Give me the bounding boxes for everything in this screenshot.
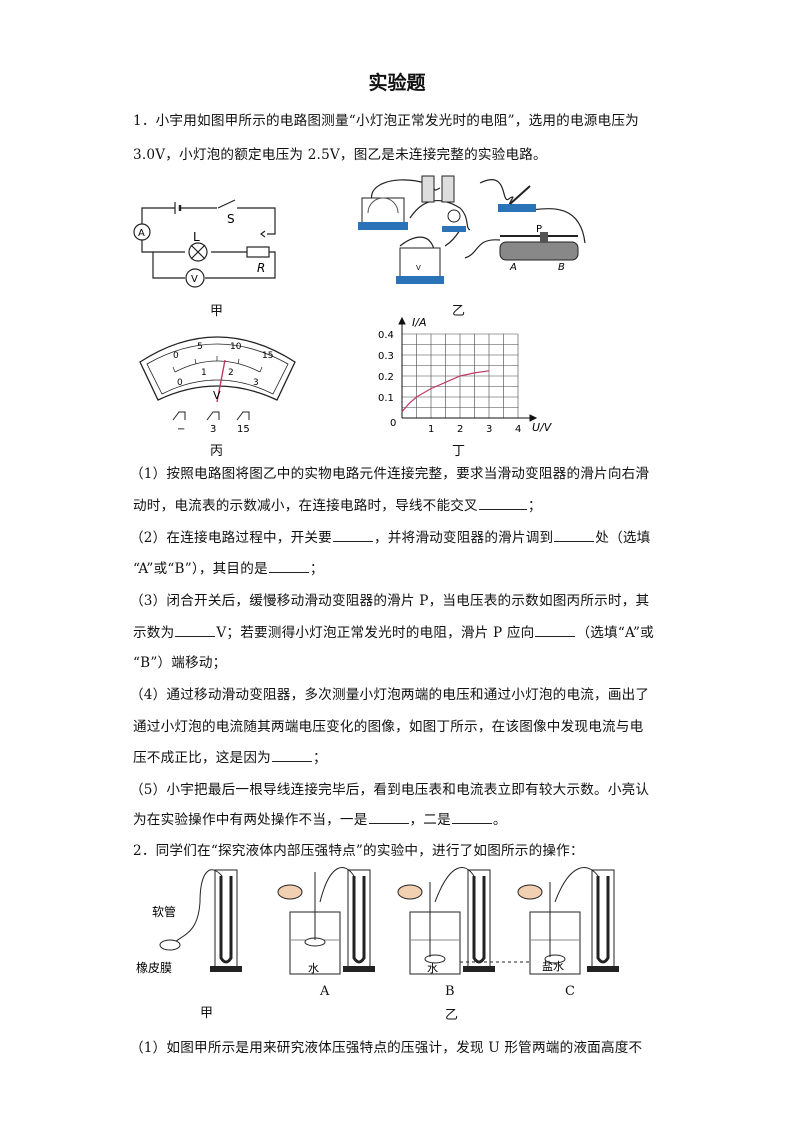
answer-blank[interactable] (478, 497, 527, 510)
rheostat-a-label: A (509, 262, 517, 273)
answer-blank[interactable] (368, 811, 409, 824)
dial-bottom-3: 3 (253, 378, 259, 388)
dial-top-15: 15 (262, 351, 273, 361)
fig-ding-caption: 丁 (452, 444, 466, 459)
answer-blank[interactable] (332, 529, 373, 542)
caption-jia: 甲 (200, 1006, 214, 1021)
q1-p4-line2: 通过小灯泡的电流随其两端电压变化的图像，如图丁所示，在该图像中发现电流与电 (133, 719, 644, 735)
y-tick-label: 0.1 (378, 393, 394, 404)
q2-line1: 2．同学们在“探究液体内部压强特点”的实验中，进行了如图所示的操作： (133, 843, 584, 859)
voltmeter-dial: 0 5 10 15 0 1 2 3 V − 3 15 (139, 336, 296, 435)
q1-p5-line1: （5）小宇把最后一根导线连接完毕后，看到电压表和电流表立即有较大示数。小亮认 (130, 782, 650, 798)
q1-p3-line1: （3）闭合开关后，缓慢移动滑动变阻器的滑片 P，当电压表的示数如图丙所示时，其 (130, 593, 650, 609)
lamp-label: L (193, 230, 200, 244)
caption-c: C (565, 984, 575, 999)
y-tick-label: 0.4 (378, 330, 394, 341)
answer-blank[interactable] (451, 811, 492, 824)
y-tick-label: 0.2 (378, 372, 394, 383)
caption-yi: 乙 (445, 1008, 459, 1023)
label-water-b: 水 (427, 962, 438, 975)
q1-p5-text-d: 。 (492, 812, 507, 828)
answer-blank[interactable] (175, 624, 216, 637)
x-tick-label: 4 (515, 424, 521, 435)
q1-p4-text-c: 压不成正比，这是因为 (133, 750, 271, 766)
iu-curve (401, 370, 490, 413)
q1-p1-line2: 动时，电流表的示数减小，在连接电路时，导线不能交叉 ； (133, 494, 542, 514)
dial-unit: V (213, 389, 221, 402)
q1-p2-text-c: 处（选填 (595, 530, 651, 546)
iu-graph: 0.4 0.3 0.2 0.1 0 1 2 3 4 I/A U/V (378, 316, 553, 435)
q1-p2-text-a: （2）在连接电路过程中，开关要 (130, 530, 332, 546)
terminal-3: 3 (210, 424, 216, 435)
pressure-gauge-figure: 软管 橡皮膜 水 水 盐水 (136, 867, 619, 975)
q1-p2-text-d: “A”或“B”），其目的是 (133, 561, 268, 577)
x-axis-arrow (529, 414, 538, 422)
gauge-jia (159, 869, 242, 972)
fig-yi-caption: 乙 (452, 304, 466, 319)
q1-p2-line2: “A”或“B”），其目的是 ； (133, 557, 324, 577)
dial-bottom-2: 2 (228, 368, 234, 378)
beaker-b (397, 867, 495, 975)
fig-jia-caption: 甲 (210, 304, 224, 319)
q1-p1-line1: （1）按照电路图将图乙中的实物电路元件连接完整，要求当滑动变阻器的滑片向右滑 (130, 466, 650, 482)
q1-line1: 1．小宇用如图甲所示的电路图测量“小灯泡正常发光时的电阻”，选用的电源电压为 (133, 113, 639, 129)
label-salt: 盐水 (542, 960, 564, 973)
fig-bing-caption: 丙 (210, 444, 224, 459)
q1-p3-line2: 示数为 V；若要测得小灯泡正常发光时的电阻，滑片 P 应向 （选填“A”或 (133, 621, 654, 641)
y-axis-arrow (398, 316, 406, 325)
real-circuit-figure: V P A B (358, 175, 586, 284)
q1-p5-text-c: ，二是 (409, 812, 451, 828)
dial-bottom-0: 0 (177, 378, 183, 388)
q1-p1-end: ； (527, 498, 542, 514)
terminal-neg: − (177, 424, 185, 435)
dial-top-5: 5 (197, 342, 203, 352)
x-tick-label: 2 (457, 424, 463, 435)
q1-p4-text-d: ； (312, 750, 327, 766)
rheostat-p-label: P (536, 224, 542, 235)
label-membrane: 橡皮膜 (136, 961, 172, 975)
svg-text:V: V (416, 264, 421, 272)
q1-line2: 3.0V，小灯泡的额定电压为 2.5V，图乙是未连接完整的实验电路。 (133, 147, 547, 163)
voltmeter-symbol: V (191, 274, 198, 285)
q1-p3-text-c: V；若要测得小灯泡正常发光时的电阻，滑片 P 应向 (216, 625, 535, 641)
ammeter-symbol: A (138, 228, 145, 239)
dial-bottom-1: 1 (201, 368, 207, 378)
q1-p1-text: 动时，电流表的示数减小，在连接电路时，导线不能交叉 (133, 498, 478, 514)
y-tick-label: 0.3 (378, 351, 394, 362)
dial-top-10: 10 (230, 342, 242, 352)
graph-xlabel: U/V (532, 421, 553, 434)
q1-p2-text-b: ，并将滑动变阻器的滑片调到 (373, 530, 554, 546)
answer-blank[interactable] (271, 749, 312, 762)
caption-b: B (445, 984, 455, 999)
q1-p5-text-b: 为在实验操作中有两处操作不当，一是 (133, 812, 368, 828)
page-title: 实验题 (368, 72, 426, 94)
terminal-15: 15 (237, 424, 250, 435)
q1-p3-text-d: （选填“A”或 (576, 625, 654, 641)
switch-label: S (227, 212, 235, 226)
q1-p4-line3: 压不成正比，这是因为 ； (133, 746, 327, 766)
answer-blank[interactable] (535, 624, 576, 637)
q1-p3-text-b: 示数为 (133, 625, 175, 641)
rheostat-b-label: B (558, 262, 565, 273)
q1-p2-line1: （2）在连接电路过程中，开关要 ，并将滑动变阻器的滑片调到 处（选填 (130, 526, 650, 546)
answer-blank[interactable] (554, 529, 595, 542)
x-tick-label: 1 (428, 424, 434, 435)
answer-blank[interactable] (268, 560, 309, 573)
label-tube: 软管 (152, 904, 176, 919)
x-tick-label: 3 (486, 424, 492, 435)
caption-a: A (320, 984, 330, 999)
q1-p4-line1: （4）通过移动滑动变阻器，多次测量小灯泡两端的电压和通过小灯泡的电流，画出了 (130, 687, 650, 703)
dial-top-0: 0 (173, 351, 179, 361)
y-tick-label: 0 (390, 418, 396, 429)
label-water-a: 水 (308, 962, 319, 975)
beaker-c (517, 867, 619, 975)
q1-p3-line3: “B”）端移动； (133, 655, 227, 671)
resistor-label: R (257, 261, 265, 275)
q1-p5-line2: 为在实验操作中有两处操作不当，一是 ，二是 。 (133, 808, 507, 828)
graph-ylabel: I/A (412, 316, 426, 329)
beaker-a (277, 867, 375, 975)
circuit-diagram: A S L V R (133, 199, 276, 288)
q1-p2-text-e: ； (309, 561, 324, 577)
q2-p1-line1: （1）如图甲所示是用来研究液体压强特点的压强计，发现 U 形管两端的液面高度不 (130, 1040, 643, 1056)
